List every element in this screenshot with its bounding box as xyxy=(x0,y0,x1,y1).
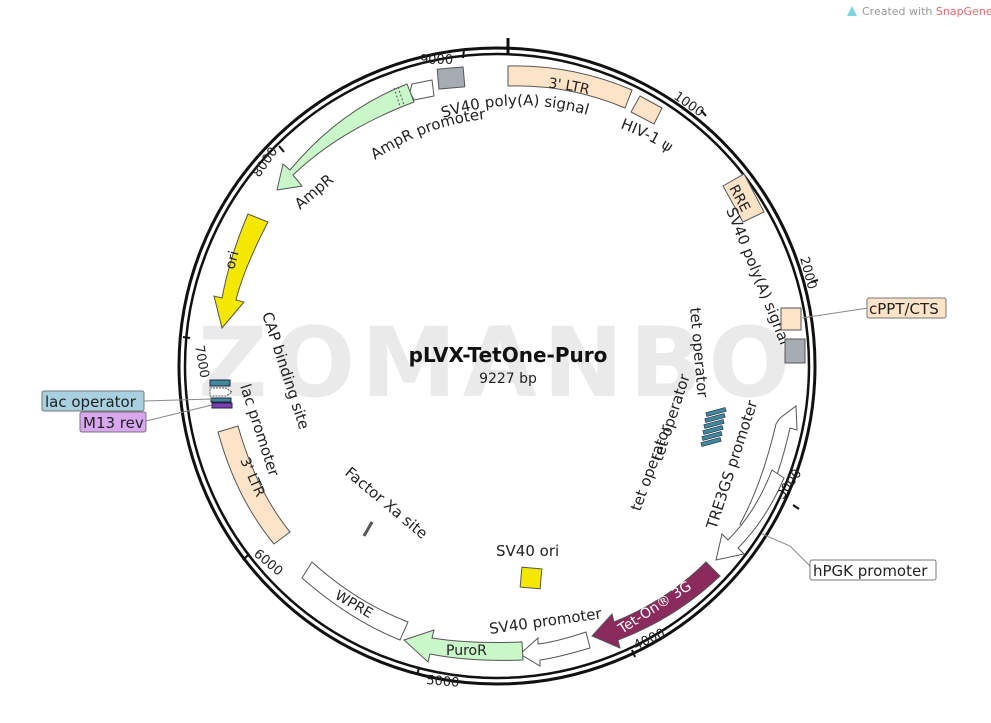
plasmid-size: 9227 bp xyxy=(479,371,537,387)
lac-operator-leader xyxy=(143,398,213,402)
feature-ampr-promoter[interactable] xyxy=(409,79,435,101)
tick-2000 xyxy=(810,279,819,283)
tick-4000 xyxy=(631,649,636,658)
backbone-outer-ring xyxy=(177,46,817,686)
feature-cppt[interactable] xyxy=(780,307,802,331)
tick-1000 xyxy=(700,109,707,117)
m13-rev-callout-box xyxy=(79,411,147,433)
feature-m13-rev[interactable] xyxy=(211,402,233,409)
feature-tet-operators[interactable] xyxy=(700,407,727,447)
feature-puror[interactable]: PuroR xyxy=(403,629,524,663)
backbone-inner-ring xyxy=(183,52,811,680)
tick-8000 xyxy=(278,145,285,153)
label-hpgk-promoter: hPGK promoter xyxy=(813,562,928,580)
tick-marks xyxy=(182,49,819,676)
m13-rev-leader xyxy=(145,404,213,422)
tick-3000 xyxy=(792,504,800,510)
tick-label-5000: 5000 xyxy=(426,673,460,691)
label-lac-operator: lac operator xyxy=(45,393,137,411)
label-sv40-ori: SV40 ori xyxy=(496,542,559,560)
hpgk-leader xyxy=(761,533,813,569)
tick-label-8000: 8000 xyxy=(250,145,281,181)
feature-3ltr-top[interactable]: 3' LTR xyxy=(507,65,633,109)
svg-text:3' LTR: 3' LTR xyxy=(548,76,592,99)
hpgk-callout-box xyxy=(809,559,937,581)
feature-sv40-ori[interactable] xyxy=(519,566,543,590)
tick-7000 xyxy=(182,336,191,339)
label-factor-xa: Factor Xa site xyxy=(341,463,431,542)
cppt-callout-box xyxy=(866,297,947,319)
feature-sv40-polya-right[interactable] xyxy=(784,338,806,364)
feature-sv40-polya-top[interactable] xyxy=(436,66,466,90)
lac-operator-callout-box xyxy=(41,390,145,412)
label-puror: PuroR xyxy=(446,643,487,659)
tick-label-7000: 7000 xyxy=(191,344,212,379)
snapgene-logo-icon xyxy=(847,6,857,16)
snapgene-credit: Created with SnapGene® xyxy=(847,5,991,18)
feature-factor-xa[interactable] xyxy=(362,521,374,537)
tick-6000 xyxy=(242,553,250,561)
label-ori: ori xyxy=(222,249,242,271)
feature-ori[interactable]: ori xyxy=(213,213,269,330)
tick-5000 xyxy=(416,667,420,676)
watermark: ZOMANBO xyxy=(198,307,796,419)
feature-cap-binding-site[interactable] xyxy=(209,379,231,387)
label-m13-rev: M13 rev xyxy=(83,414,144,432)
tick-label-1000: 1000 xyxy=(671,89,707,120)
feature-lac-operator[interactable] xyxy=(210,397,232,403)
tick-label-9000: 9000 xyxy=(420,53,453,68)
tick-9000 xyxy=(462,49,465,59)
plasmid-name: pLVX-TetOne-Puro xyxy=(409,343,608,367)
svg-text:Created with SnapGene®: Created with SnapGene® xyxy=(862,5,991,18)
label-3ltr-top: 3' LTR xyxy=(548,76,592,99)
label-tet-operator-c: tet operator xyxy=(627,422,675,514)
credit-prefix: Created with xyxy=(862,5,936,18)
feature-hpgk-promoter[interactable] xyxy=(715,469,785,561)
cppt-leader xyxy=(801,307,869,319)
feature-lac-promoter[interactable] xyxy=(209,387,233,397)
credit-brand: SnapGene xyxy=(936,5,991,18)
label-ampr: AmpR xyxy=(291,170,337,213)
feature-sv40-promoter[interactable] xyxy=(519,631,591,667)
label-cppt: cPPT/CTS xyxy=(869,300,939,318)
feature-hiv1-psi[interactable] xyxy=(630,95,663,125)
